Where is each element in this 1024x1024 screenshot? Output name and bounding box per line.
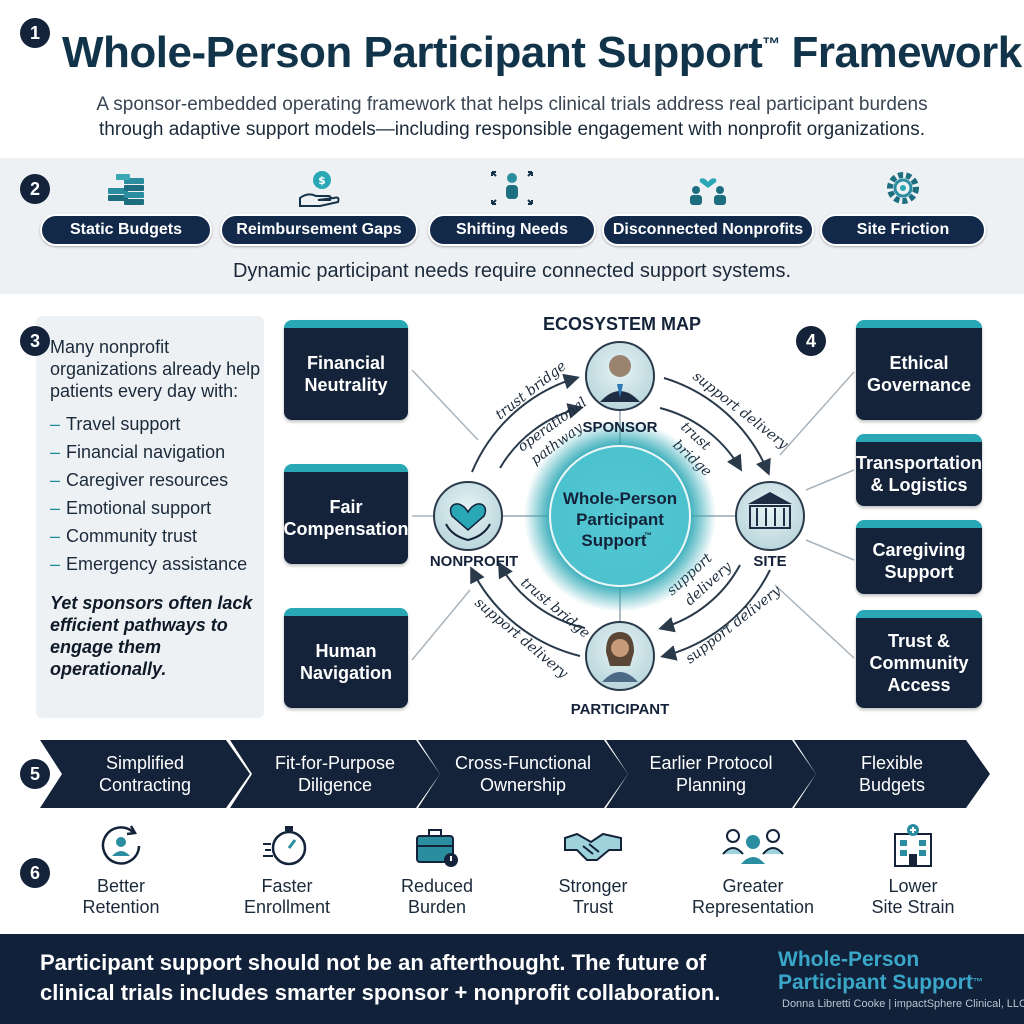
nonprofit-intro: Many nonprofit organizations already hel… — [50, 337, 261, 401]
footer-message: Participant support should not be an aft… — [40, 950, 721, 1005]
list-item: –Community trust — [50, 526, 198, 546]
enabler-chevron — [230, 740, 440, 808]
briefcase-icon — [416, 829, 458, 867]
step-badge-5: 5 — [20, 759, 50, 789]
node-participant: PARTICIPANT — [571, 621, 670, 718]
challenge-disconnected-nonprofits: Disconnected Nonprofits — [602, 214, 814, 246]
center-circle — [549, 445, 691, 587]
challenges-caption: Dynamic participant needs require connec… — [232, 260, 792, 282]
footer-credit: Donna Libretti Cooke | impactSphere Clin… — [782, 998, 1024, 1010]
enabler-chevron — [794, 740, 990, 808]
enabler-chevron — [40, 740, 250, 808]
page-title-main: Whole-Person Participant Support — [62, 28, 763, 77]
trademark-mark: ™ — [762, 34, 780, 54]
node-label: NONPROFIT — [430, 553, 518, 570]
enabler-chevron — [606, 740, 816, 808]
node-nonprofit: NONPROFIT — [430, 481, 518, 570]
person-cycle-icon — [101, 825, 141, 865]
step-badge-2: 2 — [20, 174, 50, 204]
challenge-static-budgets: Static Budgets — [40, 214, 212, 246]
footer-brand: Whole-Person Participant Support™ — [778, 948, 983, 994]
principle-human-navigation: Human Navigation — [284, 608, 408, 708]
step-badge-6: 6 — [20, 858, 50, 888]
group-icon — [722, 829, 784, 864]
node-sponsor: SPONSOR — [582, 341, 658, 436]
subtitle-line-1: A sponsor-embedded operating framework t… — [96, 94, 928, 115]
handshake-icon — [564, 832, 622, 861]
hospital-icon — [894, 824, 932, 867]
hand-coin-icon: $ — [299, 171, 340, 207]
svg-text:$: $ — [318, 174, 326, 187]
money-stack-icon — [108, 174, 144, 205]
list-item: –Emergency assistance — [50, 554, 248, 574]
nonprofit-help-list: –Travel support –Financial navigation –C… — [50, 410, 264, 578]
ecosystem-map: trust bridge operational pathway support… — [411, 314, 855, 718]
nonprofit-note: Yet sponsors often lack efficient pathwa… — [50, 593, 253, 679]
center-label-line-2: Participant — [576, 510, 664, 529]
subtitle-line-2: through adaptive support models—includin… — [99, 119, 925, 140]
principle-ethical-governance: Ethical Governance — [856, 320, 982, 420]
node-label: PARTICIPANT — [571, 701, 670, 718]
center-label-line-1: Whole-Person — [563, 489, 677, 508]
footer: Participant support should not be an aft… — [0, 934, 1024, 1024]
flow-arcs — [470, 373, 771, 661]
list-item: –Travel support — [50, 414, 181, 434]
header-section: 1 Whole-Person Participant Support™ Fram… — [0, 0, 1024, 158]
node-site: SITE — [735, 481, 805, 570]
list-item: –Financial navigation — [50, 442, 226, 462]
stopwatch-icon — [263, 826, 307, 866]
principle-transportation-logistics: Transportation & Logistics — [856, 434, 982, 506]
challenges-section: 2 $ Static Budgets Reimbursement Gaps Sh… — [0, 158, 1024, 294]
people-heart-icon — [690, 178, 726, 205]
principle-fair-compensation: Fair Compensation — [284, 464, 409, 564]
nonprofit-panel: Many nonprofit organizations already hel… — [36, 316, 264, 718]
gear-icon — [887, 172, 919, 204]
challenge-site-friction: Site Friction — [820, 214, 986, 246]
node-label: SPONSOR — [582, 419, 657, 436]
node-label: SITE — [753, 553, 786, 570]
center-trademark: ™ — [644, 531, 652, 540]
list-item: –Emotional support — [50, 498, 212, 518]
ecosystem-title: ECOSYSTEM MAP — [543, 314, 701, 334]
step-badge-3: 3 — [20, 326, 50, 356]
challenge-reimbursement-gaps: Reimbursement Gaps — [220, 214, 418, 246]
page-title: Whole-Person Participant Support™ Framew… — [62, 28, 1022, 78]
page-subtitle: A sponsor-embedded operating framework t… — [20, 92, 1004, 142]
enabler-chevron — [418, 740, 628, 808]
person-arrows-icon — [491, 171, 533, 205]
challenge-shifting-needs: Shifting Needs — [428, 214, 596, 246]
step-badge-1: 1 — [20, 18, 50, 48]
principle-financial-neutrality: Financial Neutrality — [284, 320, 408, 420]
center-label-line-3: Support — [581, 531, 646, 550]
list-item: –Caregiver resources — [50, 470, 229, 490]
principle-trust-community-access: Trust & Community Access — [856, 610, 982, 708]
page-title-suffix: Framework — [779, 28, 1023, 77]
principle-caregiving-support: Caregiving Support — [856, 520, 982, 594]
step-badge-4: 4 — [796, 326, 826, 356]
